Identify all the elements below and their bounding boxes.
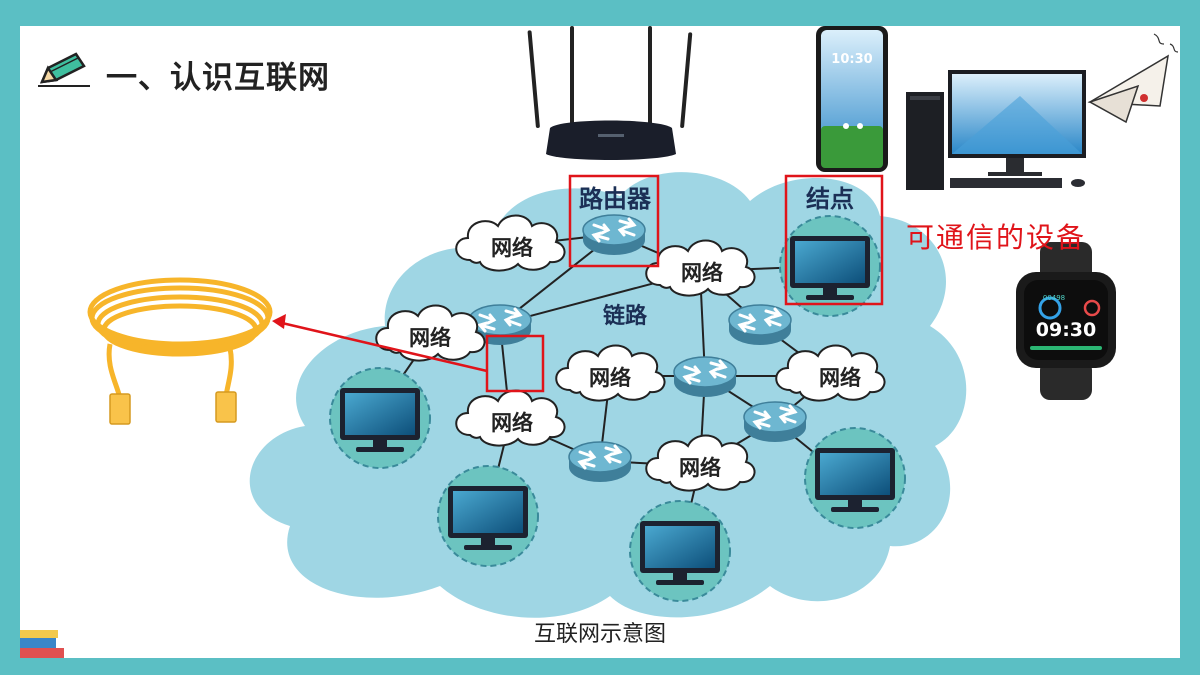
smartwatch-image: 00498 09:30 bbox=[1016, 242, 1116, 400]
slide-canvas: 一、认识互联网 bbox=[20, 26, 1180, 658]
ethernet-cable-image bbox=[87, 277, 273, 399]
communication-devices-note: 可通信的设备 bbox=[906, 221, 1087, 254]
internet-diagram: 网络 网络 网络 网络 网络 网络 网络 链路 路由器 结点 bbox=[20, 26, 1179, 658]
network-label-5: 网络 bbox=[819, 366, 861, 390]
network-label-3: 网络 bbox=[409, 326, 451, 350]
diagram-caption: 互联网示意图 bbox=[533, 622, 666, 647]
rj45-connector-icon bbox=[109, 391, 237, 425]
network-label-7: 网络 bbox=[679, 456, 721, 480]
books-icon bbox=[20, 630, 64, 658]
pencil-icon bbox=[38, 52, 90, 87]
node-monitor-1 bbox=[779, 215, 881, 317]
node-monitor-2 bbox=[329, 367, 431, 469]
router-highlight-box bbox=[568, 174, 660, 268]
smartphone-image: 10:30 bbox=[816, 26, 888, 172]
watch-steps: 00498 bbox=[1043, 294, 1065, 302]
router-center bbox=[672, 355, 738, 399]
phone-clock: 10:30 bbox=[831, 52, 872, 67]
node-label: 结点 bbox=[806, 185, 854, 213]
slide-title: 一、认识互联网 bbox=[106, 60, 330, 96]
router-label: 路由器 bbox=[579, 185, 652, 213]
wireless-router-image bbox=[527, 26, 693, 160]
watch-clock: 09:30 bbox=[1036, 319, 1096, 341]
link-highlight-box bbox=[485, 334, 545, 393]
network-label-2: 网络 bbox=[681, 261, 723, 285]
router-top bbox=[581, 213, 647, 257]
network-label-1: 网络 bbox=[491, 236, 533, 260]
link-label: 链路 bbox=[603, 303, 648, 329]
node-monitor-5 bbox=[629, 500, 731, 602]
arrow-icon bbox=[272, 314, 488, 373]
node-highlight-box bbox=[784, 174, 884, 306]
desktop-computer-image bbox=[906, 70, 1086, 190]
paper-plane-icon bbox=[1087, 33, 1179, 124]
router-right bbox=[727, 303, 793, 347]
node-monitor-4 bbox=[437, 465, 539, 567]
router-lower-right bbox=[742, 400, 808, 444]
network-label-4: 网络 bbox=[589, 366, 631, 390]
node-monitor-3 bbox=[804, 427, 906, 529]
network-label-6: 网络 bbox=[491, 411, 533, 435]
router-bottom bbox=[567, 440, 633, 484]
